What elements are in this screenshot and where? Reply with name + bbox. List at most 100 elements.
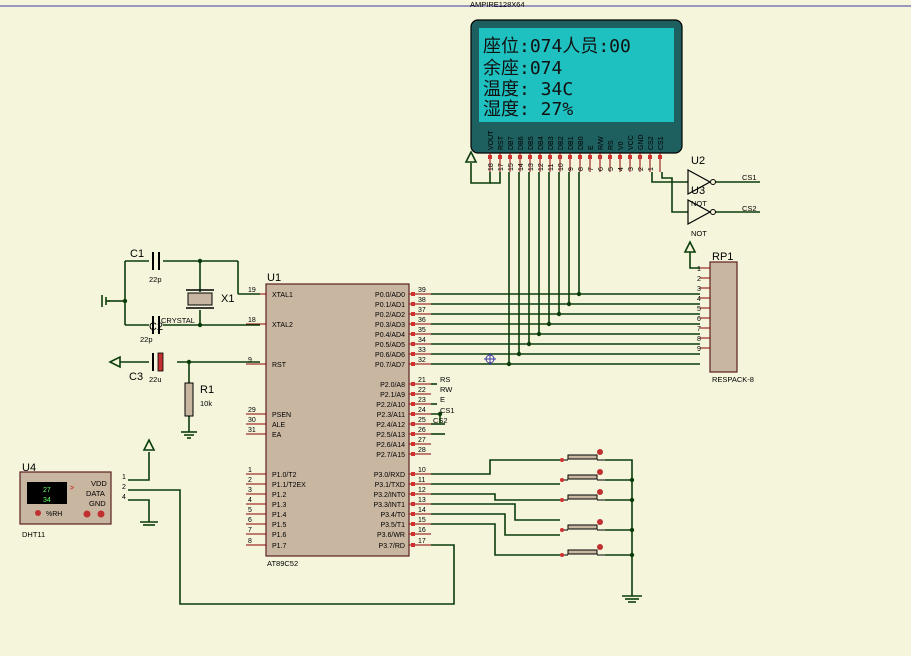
mcu-pin-name: EA [272,432,282,439]
mcu-pin-number: 14 [418,507,426,514]
c1-ref: C1 [130,248,144,260]
net-label-rs: RS [440,375,450,384]
button-indicator-icon [597,449,603,455]
lcd-pin-number: 4 [618,167,625,171]
mcu-pin-number: 23 [418,397,426,404]
push-button[interactable] [560,489,605,502]
lcd-pin-name: DB5 [528,136,535,150]
button-indicator-icon [597,469,603,475]
button-terminal [560,478,564,482]
mcu-left-pins: 19XTAL118XTAL29RST29PSEN30ALE31EA1P1.0/T… [246,287,306,550]
inverter-u3[interactable]: U3 NOT CS2 [687,185,757,238]
lcd-line-3: 温度: 34C [483,79,573,100]
button-terminal [560,553,564,557]
junctions [122,258,635,558]
mcu-pin-number: 39 [418,287,426,294]
lcd-module[interactable]: AMPIRE128X64 座位:074人员:00 余座:074 温度: 34C … [470,0,683,172]
pin-marker [411,512,415,516]
dht-display-temp: 34 [43,497,51,504]
mcu-right-pins: 39P0.0/AD038P0.1/AD137P0.2/AD236P0.3/AD3… [373,287,431,550]
u2-part: NOT [691,199,707,208]
lcd-pin-number: 17 [498,163,505,171]
pin-marker [411,492,415,496]
pin-marker [648,155,652,159]
lcd-pin-number: 3 [628,167,635,171]
lcd-pin-name: GND [638,134,645,150]
capacitor-c3[interactable]: C3 22u [129,352,164,384]
mcu-pin-name: P0.0/AD0 [375,292,405,299]
u2-ref: U2 [691,155,705,167]
ground-symbol [140,521,158,526]
mcu-pin-name: P3.1/TXD [375,482,405,489]
power-arrow-icon [142,438,156,451]
pin-marker [411,452,415,456]
lcd-pin-name: DB4 [538,136,545,150]
mcu-u1[interactable]: U1 AT89C52 19XTAL118XTAL29RST29PSEN30ALE… [246,272,455,568]
button-indicator-icon [597,544,603,550]
pin-marker [518,155,522,159]
pin-marker [578,155,582,159]
lcd-pin-number: 18 [488,163,495,171]
c3-value: 22u [149,375,162,384]
pin-marker [548,155,552,159]
capacitor-c2[interactable]: C2 22p [140,316,163,344]
push-button[interactable] [560,449,605,462]
resistor-r1[interactable]: R1 10k [184,382,214,417]
pin-marker [411,302,415,306]
sensor-dht11[interactable]: U4 27 34 > %RH VDD DATA GND 1 2 4 DHT11 [19,462,126,539]
mcu-pin-number: 26 [418,427,426,434]
crystal-x1[interactable]: X1 CRYSTAL [161,288,234,325]
mcu-pin-name: P2.5/A13 [376,432,405,439]
cursor-crosshair-icon [484,353,496,365]
lcd-screen [479,28,674,122]
mcu-pin-name: ALE [272,422,286,429]
pin-marker [498,155,502,159]
pin-marker [411,352,415,356]
mcu-pin-name: P3.5/T1 [380,522,405,529]
mcu-pin-name: PSEN [272,412,291,419]
pin-marker [628,155,632,159]
push-button[interactable] [560,544,605,557]
mcu-pin-number: 32 [418,357,426,364]
mcu-pin-name: P3.4/T0 [380,512,405,519]
mcu-pin-number: 38 [418,297,426,304]
dht-button-icon[interactable] [97,510,105,518]
push-button[interactable] [560,519,605,532]
mcu-pin-number: 29 [248,407,256,414]
lcd-pin-number: 10 [558,163,565,171]
mcu-pin-name: P0.6/AD6 [375,352,405,359]
mcu-pin-number: 4 [248,497,252,504]
mcu-pin-number: 13 [418,497,426,504]
pin-marker [411,312,415,316]
pin-marker [411,482,415,486]
wires [109,163,760,605]
button-cap [567,494,598,500]
rp1-body [709,261,738,373]
dht-button-icon[interactable] [35,510,41,516]
rp1-ref: RP1 [712,251,733,263]
mcu-pin-name: P2.6/A14 [376,442,405,449]
capacitor-c1[interactable]: C1 22p [130,248,162,284]
pin-marker [411,402,415,406]
pin-marker [411,432,415,436]
mcu-pin-number: 8 [248,538,252,545]
net-label-e: E [440,395,445,404]
mcu-pin-number: 12 [418,487,426,494]
dht-button-icon[interactable] [83,510,91,518]
mcu-pin-name: P2.2/A10 [376,402,405,409]
pin-marker [568,155,572,159]
power-arrow-icon [464,150,478,163]
push-button[interactable] [560,469,605,482]
dht-pin-num: 4 [122,494,126,501]
lcd-pin-name: VOUT [488,130,495,150]
mcu-pin-name: P0.1/AD1 [375,302,405,309]
crystal-body [187,292,213,306]
push-buttons[interactable] [560,449,605,557]
pin-marker [411,522,415,526]
lcd-line-4: 湿度: 27% [483,99,573,120]
mcu-pin-name: XTAL1 [272,292,293,299]
button-cap [567,549,598,555]
inverter-u2[interactable]: U2 NOT CS1 [687,155,757,208]
